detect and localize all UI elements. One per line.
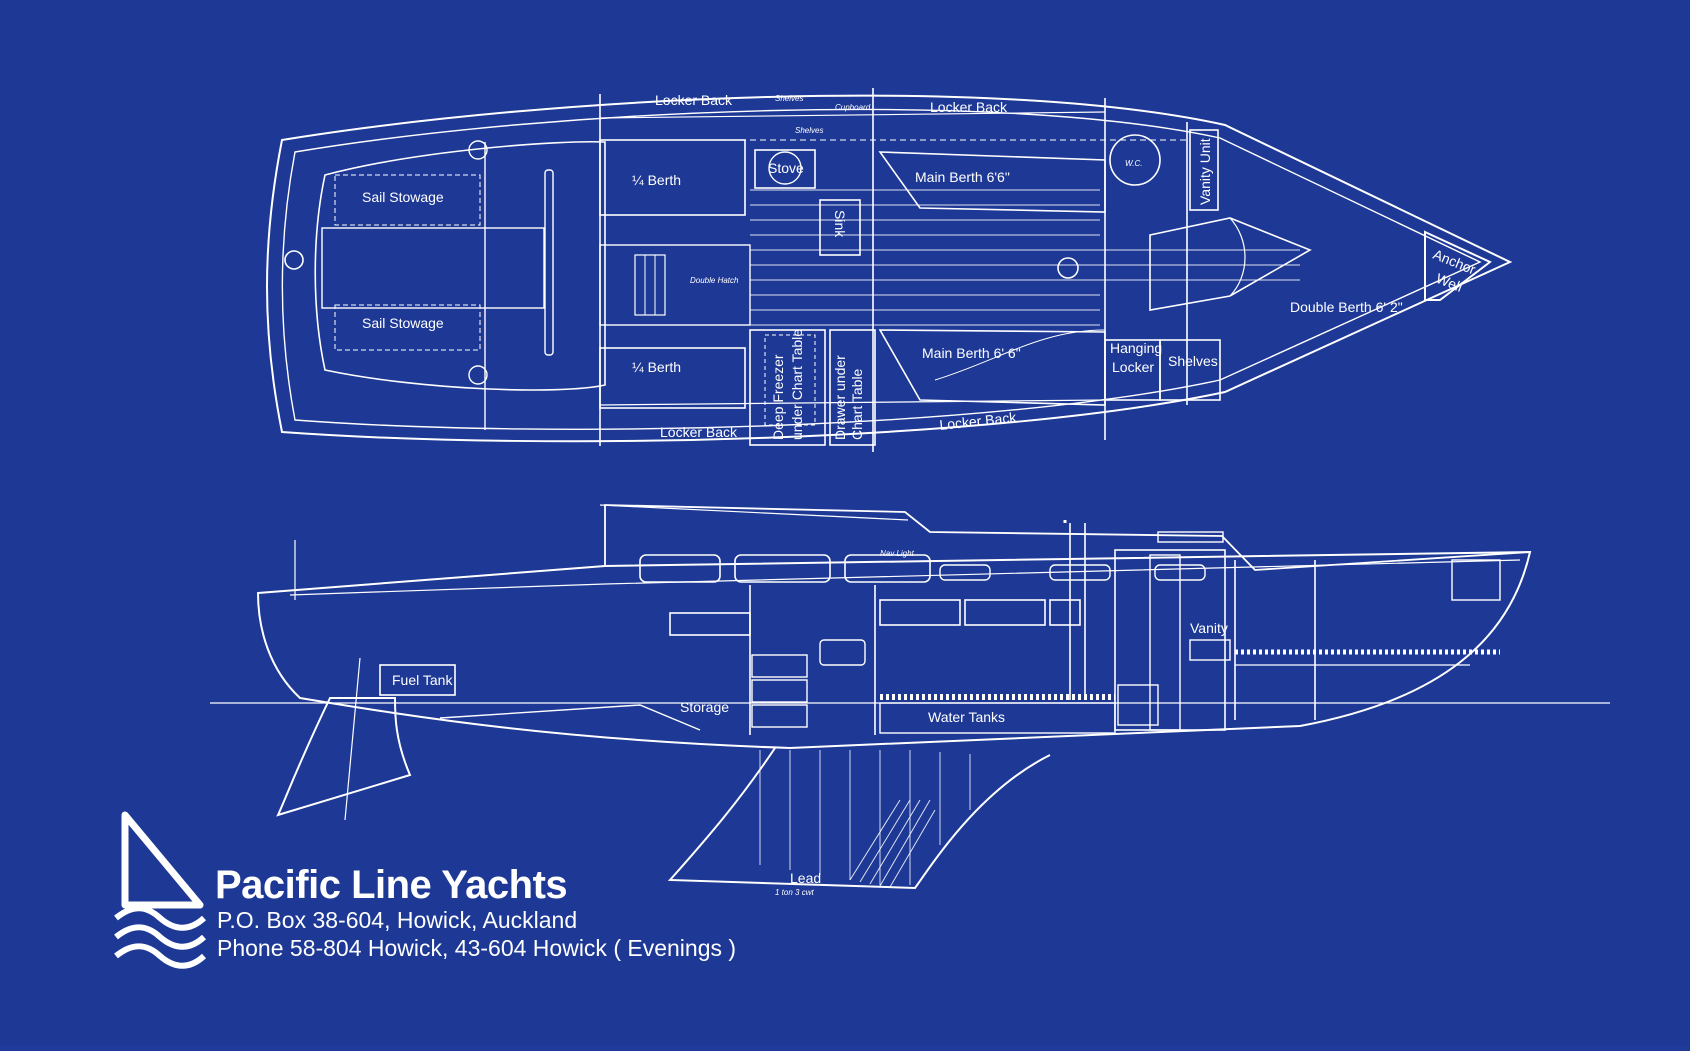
- label-cupboard: Cupboard: [835, 103, 871, 112]
- label-hanging: Hanging: [1110, 340, 1162, 356]
- label-fuel-tank: Fuel Tank: [392, 672, 453, 688]
- brand-address: P.O. Box 38-604, Howick, Auckland: [217, 907, 577, 933]
- label-main-berth: Main Berth 6' 6": [922, 345, 1021, 361]
- label-water-tanks: Water Tanks: [928, 709, 1005, 725]
- label-vanity: Vanity: [1190, 620, 1228, 636]
- label-quarter-berth: ¼ Berth: [632, 359, 681, 375]
- label-drawer-note: Chart Table: [849, 368, 865, 440]
- label-storage: Storage: [680, 699, 729, 715]
- label-locker-back: Locker Back: [930, 99, 1008, 115]
- keel-outline: [667, 747, 1051, 890]
- profile-hull-outline: [256, 550, 1532, 750]
- label-wc: W.C.: [1125, 159, 1142, 168]
- label-double-berth: Double Berth 6' 2": [1290, 299, 1403, 315]
- label-sink: Sink: [832, 210, 848, 238]
- label-shelves: Shelves: [775, 94, 803, 103]
- label-sail-stowage: Sail Stowage: [362, 315, 444, 331]
- deck-plan-labels: Locker Back Shelves Cupboard Shelves Loc…: [362, 92, 1478, 440]
- anchor-well-outline: [1424, 230, 1492, 301]
- label-locker-back: Locker Back: [655, 92, 733, 108]
- deck-plan-view: [266, 88, 1513, 452]
- rudder-outline: [276, 697, 412, 817]
- hull-profile-labels: Fuel Tank Storage Water Tanks Vanity Lea…: [392, 549, 1228, 897]
- label-sail-stowage: Sail Stowage: [362, 189, 444, 205]
- plan-hull-outline: [266, 94, 1513, 443]
- label-double-hatch: Double Hatch: [690, 276, 739, 285]
- brand-name: Pacific Line Yachts: [215, 863, 567, 907]
- brand-block: Pacific Line Yachts P.O. Box 38-604, How…: [114, 811, 736, 969]
- label-locker-back: Locker Back: [660, 424, 738, 440]
- label-quarter-berth: ¼ Berth: [632, 172, 681, 188]
- label-stove: Stove: [768, 160, 804, 176]
- cockpit-outline: [314, 140, 606, 391]
- label-shelves: Shelves: [1168, 353, 1218, 369]
- label-locker: Locker: [1112, 359, 1154, 375]
- label-lead-note: 1 ton 3 cwt: [775, 888, 814, 897]
- label-shelves: Shelves: [795, 126, 823, 135]
- label-main-berth: Main Berth 6'6": [915, 169, 1010, 185]
- sail-logo-icon: [114, 811, 207, 969]
- label-lead: Lead: [790, 870, 821, 886]
- brand-phone: Phone 58-804 Howick, 43-604 Howick ( Eve…: [217, 935, 736, 961]
- label-drawer: Drawer under: [832, 355, 848, 440]
- label-nav-light: Nav Light: [880, 549, 915, 558]
- hull-profile-view: [210, 504, 1610, 890]
- label-deep-freezer-note: under Chart Table: [789, 329, 805, 440]
- label-vanity-unit: Vanity Unit: [1197, 138, 1213, 205]
- label-deep-freezer: Deep Freezer: [770, 354, 786, 440]
